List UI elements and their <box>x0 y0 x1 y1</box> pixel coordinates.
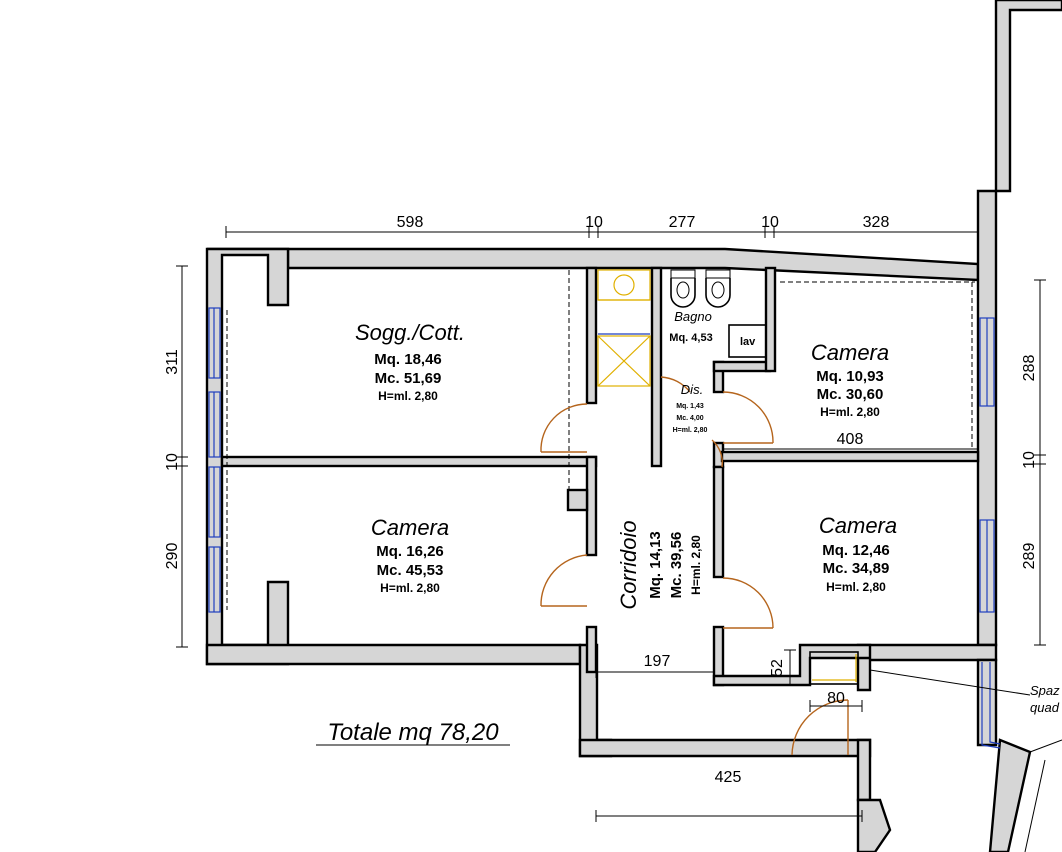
room-mc: Mc. 4,00 <box>676 415 703 422</box>
room-camera-bottom-right: Camera Mq. 12,46 Mc. 34,89 H=ml. 2,80 <box>819 513 897 594</box>
room-camera-bottom-left: Camera Mq. 16,26 Mc. 45,53 H=ml. 2,80 <box>371 515 449 595</box>
room-mq: Mq. 16,26 <box>376 543 444 560</box>
room-mc: Mc. 39,56 <box>668 532 685 599</box>
interior-walls <box>220 266 980 687</box>
room-name: Sogg./Cott. <box>355 320 465 345</box>
room-name: Bagno <box>674 309 712 324</box>
dim-80: 80 <box>827 690 845 707</box>
bathroom-fixtures: lav <box>597 269 767 387</box>
sink-label: lav <box>740 336 756 348</box>
dim-top-10b: 10 <box>761 214 779 231</box>
doors <box>540 376 849 756</box>
note-line-1: Spaz <box>1030 683 1060 698</box>
dim-left-290: 290 <box>164 543 181 570</box>
total-area: Totale mq 78,20 <box>316 719 510 746</box>
dim-right-289: 289 <box>1021 543 1038 570</box>
room-height: H=ml. 2,80 <box>826 580 886 594</box>
room-dis: Dis. Mq. 1,43 Mc. 4,00 H=ml. 2,80 <box>673 382 708 434</box>
dim-197: 197 <box>644 653 671 670</box>
dim-right-10: 10 <box>1021 451 1038 469</box>
room-mq: Mq. 10,93 <box>816 368 884 385</box>
dashed-guides <box>226 270 975 610</box>
room-height: H=ml. 2,80 <box>378 389 438 403</box>
room-corridoio: Corridoio Mq. 14,13 Mc. 39,56 H=ml. 2,80 <box>616 520 703 609</box>
room-mq: Mq. 1,43 <box>676 403 704 410</box>
room-soggiorno: Sogg./Cott. Mq. 18,46 Mc. 51,69 H=ml. 2,… <box>355 320 465 403</box>
dim-top-598: 598 <box>397 214 424 231</box>
dim-top-277: 277 <box>669 214 696 231</box>
room-name: Camera <box>811 340 889 365</box>
dimension-labels: 598 10 277 10 328 311 10 290 288 10 289 … <box>164 214 1038 786</box>
room-name: Camera <box>371 515 449 540</box>
exterior-walls <box>205 0 1062 852</box>
room-height: H=ml. 2,80 <box>689 535 703 595</box>
dimension-lines <box>176 226 1046 822</box>
note-line-2: quad <box>1030 700 1060 715</box>
room-height: H=ml. 2,80 <box>673 427 708 434</box>
room-name: Camera <box>819 513 897 538</box>
room-mc: Mc. 45,53 <box>377 562 444 579</box>
room-mq: Mq. 14,13 <box>647 531 664 599</box>
dim-left-10: 10 <box>164 453 181 471</box>
room-mq: Mq. 4,53 <box>669 332 712 344</box>
dim-right-288: 288 <box>1021 355 1038 382</box>
side-note: Spaz quad <box>1030 683 1060 715</box>
storage-box <box>809 651 1031 696</box>
room-mc: Mc. 34,89 <box>823 560 890 577</box>
room-mq: Mq. 12,46 <box>822 542 890 559</box>
dim-408: 408 <box>837 431 864 448</box>
room-mq: Mq. 18,46 <box>374 351 442 368</box>
room-name: Dis. <box>681 382 703 397</box>
room-camera-top-right: Camera Mq. 10,93 Mc. 30,60 H=ml. 2,80 <box>811 340 889 419</box>
room-mc: Mc. 51,69 <box>375 370 442 387</box>
room-height: H=ml. 2,80 <box>380 581 440 595</box>
dim-top-10a: 10 <box>585 214 603 231</box>
room-name: Corridoio <box>616 520 641 609</box>
sink-box <box>728 324 767 358</box>
room-mc: Mc. 30,60 <box>817 386 884 403</box>
dim-425: 425 <box>715 769 742 786</box>
dim-top-328: 328 <box>863 214 890 231</box>
room-height: H=ml. 2,80 <box>820 405 880 419</box>
windows <box>208 307 1001 749</box>
total-label: Totale mq 78,20 <box>327 719 499 746</box>
dim-52: 52 <box>769 659 786 677</box>
room-bagno: Bagno Mq. 4,53 <box>669 309 712 344</box>
dim-left-311: 311 <box>164 349 181 375</box>
